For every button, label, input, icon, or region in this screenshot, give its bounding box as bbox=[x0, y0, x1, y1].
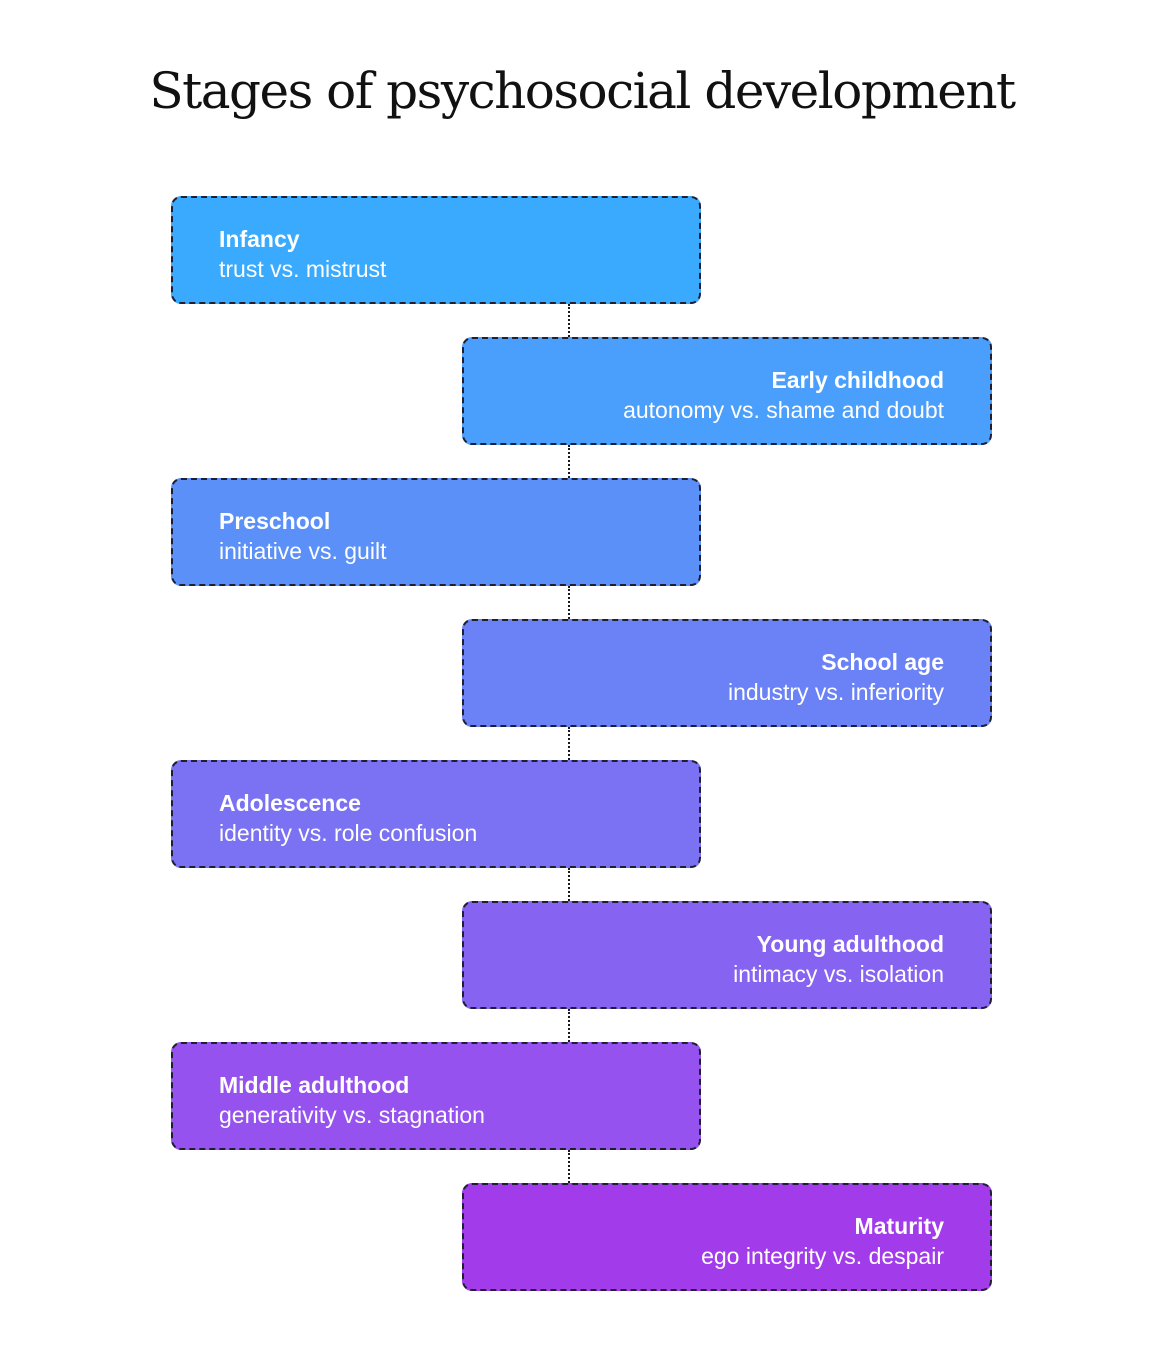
stage-name: School age bbox=[821, 649, 944, 675]
stage-middle-adulthood: Middle adulthood generativity vs. stagna… bbox=[171, 1042, 701, 1150]
stage-name: Young adulthood bbox=[756, 931, 944, 957]
connector-line bbox=[568, 1009, 570, 1042]
stage-name: Adolescence bbox=[219, 790, 361, 816]
connector-line bbox=[568, 727, 570, 760]
stage-conflict: ego integrity vs. despair bbox=[701, 1243, 944, 1269]
diagram-title: Stages of psychosocial development bbox=[149, 62, 1016, 120]
stage-school-age: School age industry vs. inferiority bbox=[462, 619, 992, 727]
stage-preschool: Preschool initiative vs. guilt bbox=[171, 478, 701, 586]
stage-name: Early childhood bbox=[771, 367, 944, 393]
stage-name: Maturity bbox=[854, 1213, 944, 1239]
stage-conflict: identity vs. role confusion bbox=[219, 820, 478, 846]
stage-conflict: intimacy vs. isolation bbox=[733, 961, 944, 987]
stage-conflict: initiative vs. guilt bbox=[219, 538, 387, 564]
stage-infancy: Infancy trust vs. mistrust bbox=[171, 196, 701, 304]
stage-maturity: Maturity ego integrity vs. despair bbox=[462, 1183, 992, 1291]
stage-adolescence: Adolescence identity vs. role confusion bbox=[171, 760, 701, 868]
stage-young-adulthood: Young adulthood intimacy vs. isolation bbox=[462, 901, 992, 1009]
connector-line bbox=[568, 304, 570, 337]
stage-name: Infancy bbox=[219, 226, 300, 252]
stage-name: Middle adulthood bbox=[219, 1072, 410, 1098]
connector-line bbox=[568, 1150, 570, 1183]
connector-line bbox=[568, 586, 570, 619]
stage-conflict: generativity vs. stagnation bbox=[219, 1102, 485, 1128]
stage-conflict: industry vs. inferiority bbox=[727, 679, 944, 705]
connector-line bbox=[568, 868, 570, 901]
stage-conflict: autonomy vs. shame and doubt bbox=[623, 397, 944, 423]
stage-conflict: trust vs. mistrust bbox=[219, 256, 387, 282]
connector-line bbox=[568, 445, 570, 478]
stage-name: Preschool bbox=[219, 508, 331, 534]
stage-early-childhood: Early childhood autonomy vs. shame and d… bbox=[462, 337, 992, 445]
